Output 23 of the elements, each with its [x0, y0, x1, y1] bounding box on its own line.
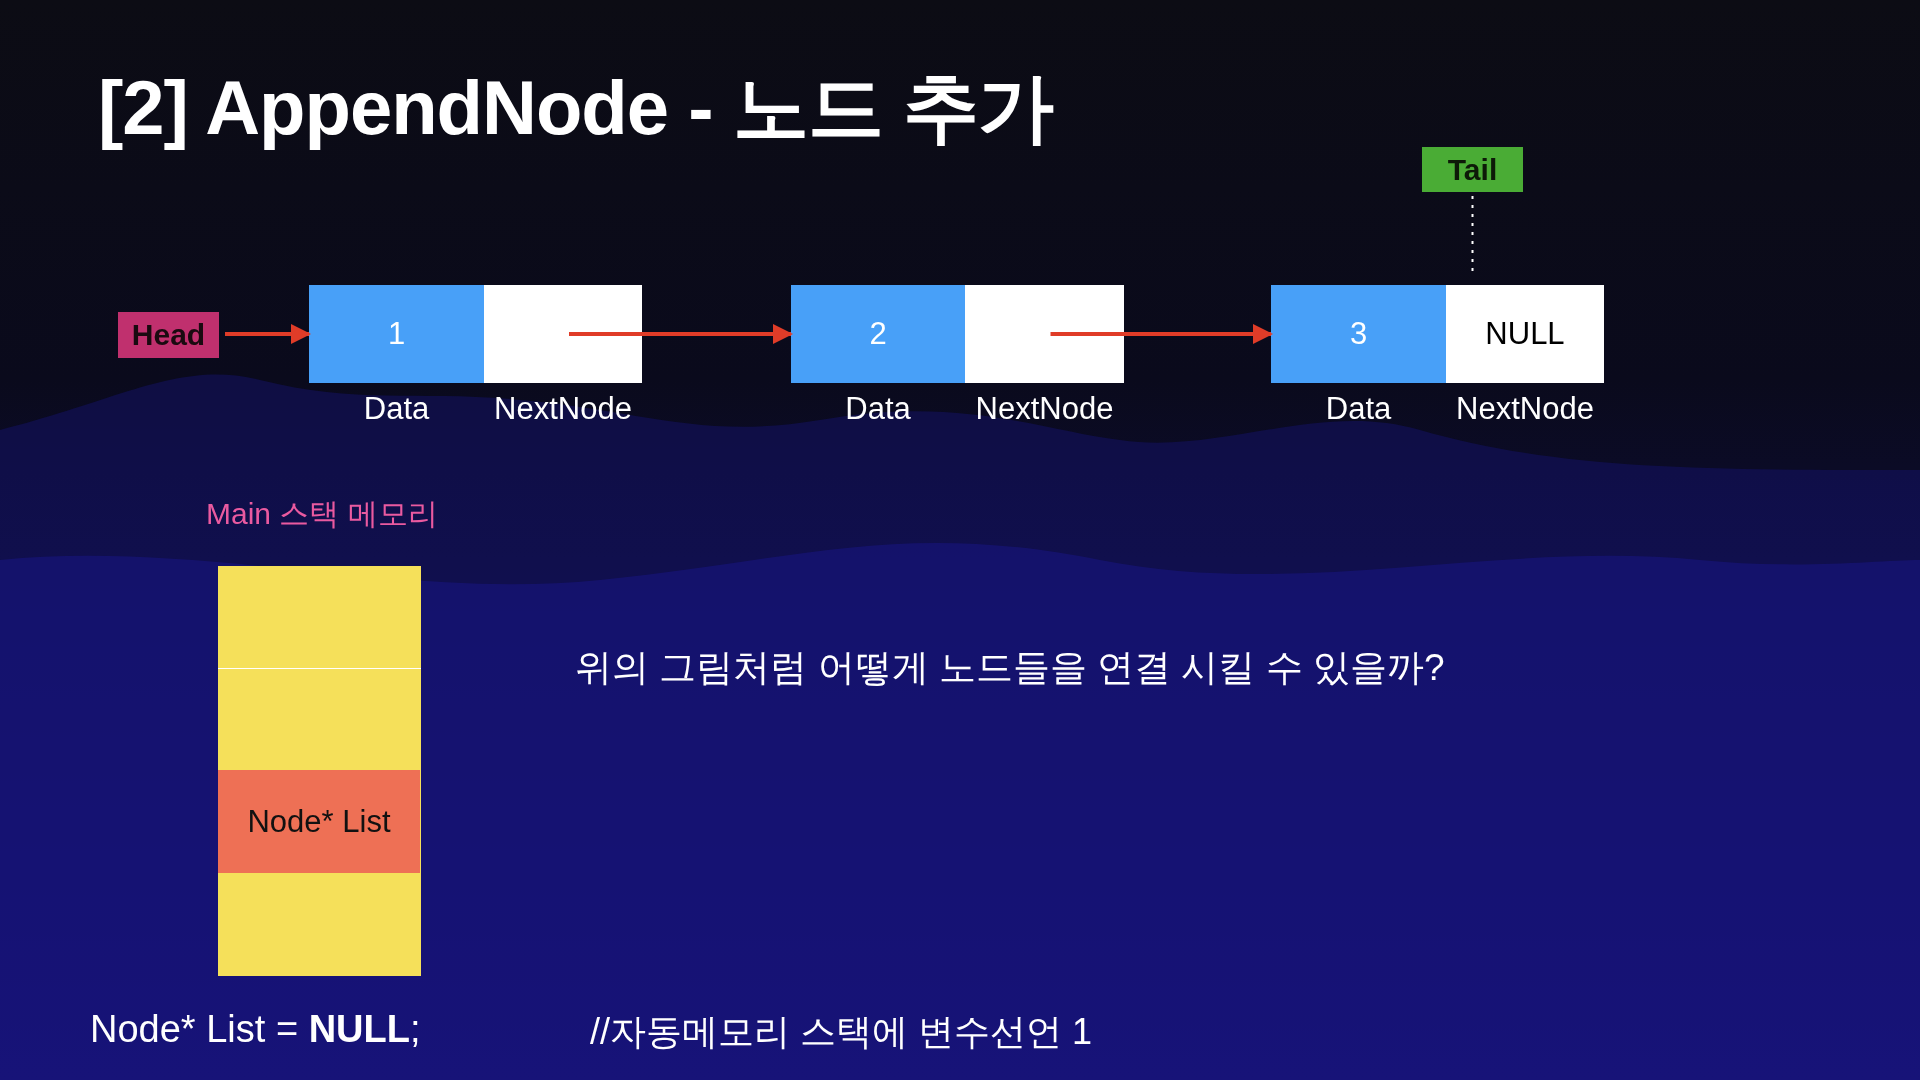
code-line: Node* List = NULL;	[90, 1008, 421, 1051]
code-comment: //자동메모리 스택에 변수선언 1	[590, 1010, 1093, 1054]
field-caption: NextNode	[1456, 391, 1594, 427]
next-pointer-cell	[965, 285, 1124, 383]
field-caption: NextNode	[975, 391, 1114, 427]
data-cell: 1	[309, 285, 484, 383]
field-caption: Data	[363, 391, 430, 427]
arrow	[1050, 324, 1273, 344]
stack-variable-cell: Node* List	[218, 770, 420, 873]
data-cell: 3	[1271, 285, 1446, 383]
field-caption: Data	[1325, 391, 1392, 427]
tail-pointer-label: Tail	[1422, 147, 1523, 192]
slide-title: [2] AppendNode - 노드 추가	[98, 64, 1053, 152]
next-pointer-cell: NULL	[1446, 285, 1604, 383]
arrow	[569, 324, 793, 344]
field-caption: Data	[845, 391, 911, 427]
data-cell: 2	[791, 285, 965, 383]
arrow	[225, 324, 311, 344]
head-pointer-label: Head	[118, 312, 219, 358]
field-caption: NextNode	[494, 391, 632, 427]
next-pointer-cell	[484, 285, 642, 383]
question-text: 위의 그림처럼 어떻게 노드들을 연결 시킬 수 있을까?	[575, 646, 1445, 690]
stack-label: Main 스택 메모리	[206, 496, 438, 532]
